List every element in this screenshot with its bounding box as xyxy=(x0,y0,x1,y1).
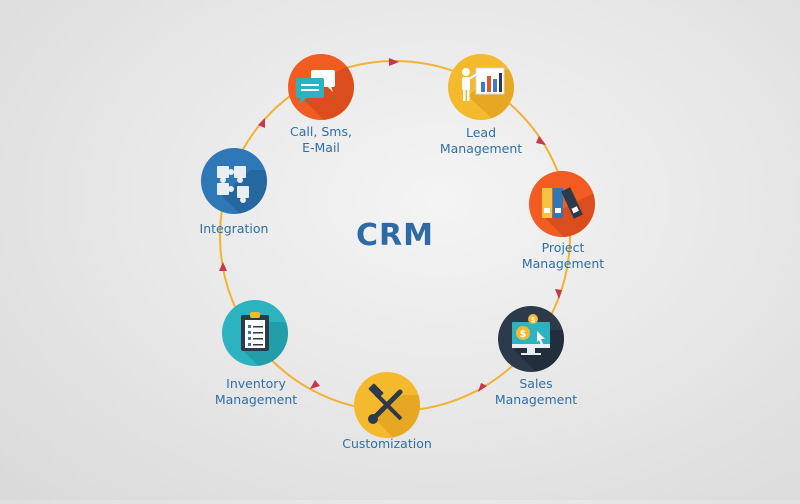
label-line: Management xyxy=(214,392,298,407)
svg-text:$: $ xyxy=(531,316,536,324)
svg-text:$: $ xyxy=(520,329,527,340)
node-lead xyxy=(448,54,514,120)
node-project xyxy=(529,171,595,237)
label-lead: Lead Management xyxy=(431,125,531,157)
wrench-hammer-icon xyxy=(368,383,403,424)
arrow-inventory-to-integration xyxy=(219,262,227,271)
label-sales: Sales Management xyxy=(486,376,586,408)
binders-icon xyxy=(542,187,583,219)
puzzle-pieces-icon xyxy=(217,166,249,203)
node-custom xyxy=(354,372,420,438)
arrow-integration-to-call xyxy=(258,118,265,128)
label-line: Management xyxy=(494,392,578,407)
label-custom: Customization xyxy=(332,436,442,452)
label-inventory: Inventory Management xyxy=(206,376,306,408)
label-line: Inventory xyxy=(226,376,286,391)
label-line: Project xyxy=(541,240,585,255)
label-line: Lead xyxy=(465,125,497,140)
center-title: CRM xyxy=(356,218,434,253)
label-call: Call, Sms, E-Mail xyxy=(271,124,371,156)
arrow-lead-to-project xyxy=(536,136,546,145)
node-integration xyxy=(201,148,267,214)
node-call xyxy=(288,54,354,120)
label-integration: Integration xyxy=(184,221,284,237)
chat-bubbles-icon xyxy=(296,70,335,104)
label-project: Project Management xyxy=(513,240,613,272)
cycle-arrows xyxy=(219,58,562,392)
presenter-chart-icon xyxy=(462,67,505,101)
arrow-project-to-sales xyxy=(555,289,562,299)
label-line: Management xyxy=(439,141,523,156)
arrow-custom-to-inventory xyxy=(310,380,320,389)
clipboard-checklist-icon xyxy=(241,312,269,351)
label-line: Integration xyxy=(199,221,269,236)
label-line: E-Mail xyxy=(302,140,340,155)
node-sales: $ $ xyxy=(498,306,564,372)
label-line: Call, Sms, xyxy=(290,124,352,139)
monitor-dollar-icon: $ $ xyxy=(512,314,550,355)
label-line: Sales xyxy=(519,376,553,391)
node-inventory xyxy=(222,300,288,366)
label-line: Management xyxy=(521,256,605,271)
label-line: Customization xyxy=(342,436,432,451)
arrow-sales-to-custom xyxy=(478,383,487,392)
arrow-call-to-lead xyxy=(389,58,399,66)
